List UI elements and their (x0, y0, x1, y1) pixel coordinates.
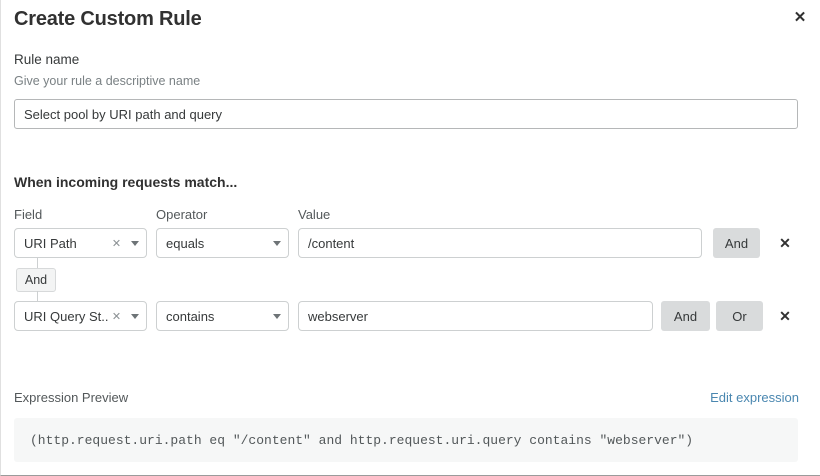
chevron-down-icon[interactable] (266, 313, 288, 319)
or-button-1[interactable]: Or (716, 301, 763, 331)
column-header-value: Value (298, 207, 331, 222)
delete-condition-icon-0[interactable]: ✕ (779, 234, 791, 251)
rule-name-label: Rule name (14, 52, 80, 67)
value-input-1[interactable] (298, 301, 653, 331)
group-connector-and-badge[interactable]: And (16, 268, 56, 292)
chevron-down-icon[interactable] (124, 240, 146, 246)
close-icon[interactable]: ✕ (793, 8, 807, 26)
and-button-0[interactable]: And (713, 228, 760, 258)
field-select-1[interactable]: URI Query St... ✕ (14, 301, 147, 331)
field-select-0[interactable]: URI Path ✕ (14, 228, 147, 258)
match-section-heading: When incoming requests match... (14, 174, 238, 190)
value-input-0[interactable] (298, 228, 702, 258)
rule-name-help-text: Give your rule a descriptive name (14, 74, 201, 88)
page-title: Create Custom Rule (14, 8, 202, 30)
and-button-1[interactable]: And (661, 301, 710, 331)
condition-connector-line (37, 258, 38, 269)
close-small-icon[interactable]: ✕ (111, 310, 122, 323)
chevron-down-icon[interactable] (124, 313, 146, 319)
expression-preview-label: Expression Preview (14, 390, 129, 405)
field-select-label: URI Query St... (24, 308, 109, 324)
column-header-field: Field (14, 207, 43, 222)
rule-name-input[interactable] (14, 99, 798, 129)
operator-select-label: contains (166, 308, 215, 324)
edit-expression-link[interactable]: Edit expression (710, 390, 799, 405)
chevron-down-icon[interactable] (266, 240, 288, 246)
condition-connector-line (37, 291, 38, 302)
operator-select-0[interactable]: equals (156, 228, 289, 258)
field-select-label: URI Path (24, 235, 77, 251)
expression-preview-box: (http.request.uri.path eq "/content" and… (14, 418, 798, 462)
close-small-icon[interactable]: ✕ (111, 237, 122, 250)
column-header-operator: Operator (156, 207, 208, 222)
expression-preview-code: (http.request.uri.path eq "/content" and… (30, 432, 694, 448)
operator-select-label: equals (166, 235, 205, 251)
operator-select-1[interactable]: contains (156, 301, 289, 331)
delete-condition-icon-1[interactable]: ✕ (779, 307, 791, 324)
